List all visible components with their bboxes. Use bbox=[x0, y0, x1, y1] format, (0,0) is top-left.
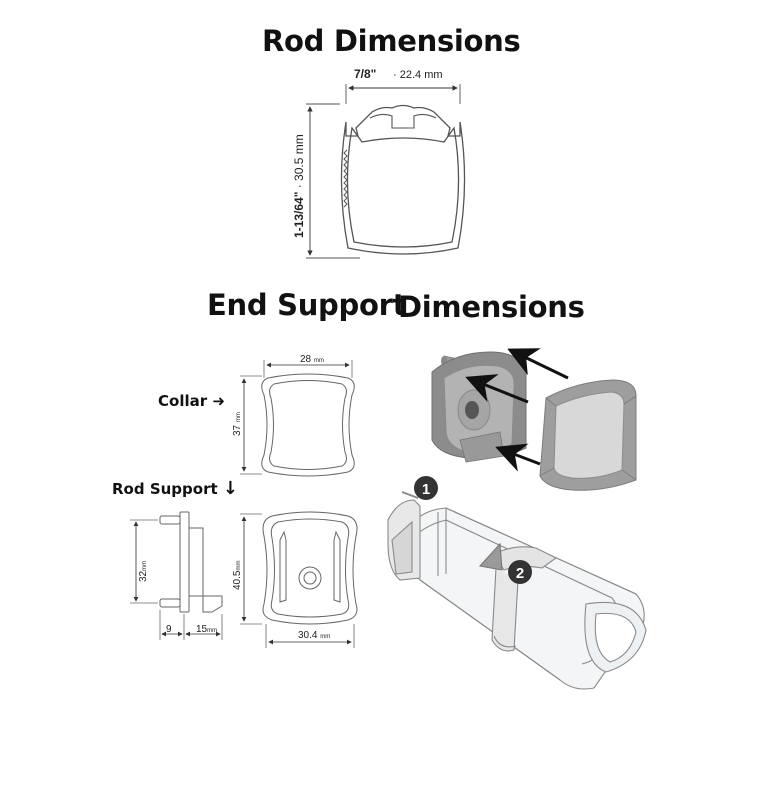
dim-b: 15mm bbox=[196, 624, 217, 635]
svg-text:2: 2 bbox=[516, 565, 524, 582]
collar-height: 37 mm bbox=[232, 412, 243, 436]
rod-dimensions-title: Rod Dimensions bbox=[262, 24, 521, 58]
arrow-down-icon: ↓ bbox=[222, 478, 238, 499]
step-badge-1: 1 bbox=[414, 476, 438, 500]
rod-profile bbox=[306, 84, 466, 259]
rod-assembly-3d bbox=[387, 491, 647, 690]
rod-width-frac: 7/8" bbox=[354, 67, 376, 81]
end-support-3d bbox=[431, 351, 527, 463]
rod-height-label: 1-13/64" · 30.5 mm bbox=[292, 134, 306, 238]
dimensions-title: Dimensions bbox=[398, 290, 585, 324]
collar-label: Collar ➜ bbox=[158, 392, 225, 410]
rod-width-mm: · 22.4 mm bbox=[393, 69, 443, 81]
collar-drawing bbox=[240, 360, 355, 477]
end-support-title: End Support bbox=[207, 288, 407, 322]
arrow-right-icon: ➜ bbox=[212, 392, 225, 410]
assembly-arrows bbox=[465, 348, 569, 472]
front-height: 40.5mm bbox=[232, 561, 243, 590]
collar-width: 28 mm bbox=[300, 354, 324, 365]
dim-a: 9 bbox=[166, 624, 172, 635]
step-badge-2: 2 bbox=[508, 560, 532, 584]
rod-support-label: Rod Support ↓ bbox=[112, 478, 238, 499]
front-width: 30.4 mm bbox=[298, 630, 330, 641]
side-height: 32mm bbox=[138, 561, 149, 582]
collar-3d bbox=[539, 379, 637, 491]
rod-support-front-view bbox=[240, 511, 358, 648]
svg-text:1: 1 bbox=[422, 481, 430, 498]
rod-support-side-view bbox=[130, 511, 223, 640]
